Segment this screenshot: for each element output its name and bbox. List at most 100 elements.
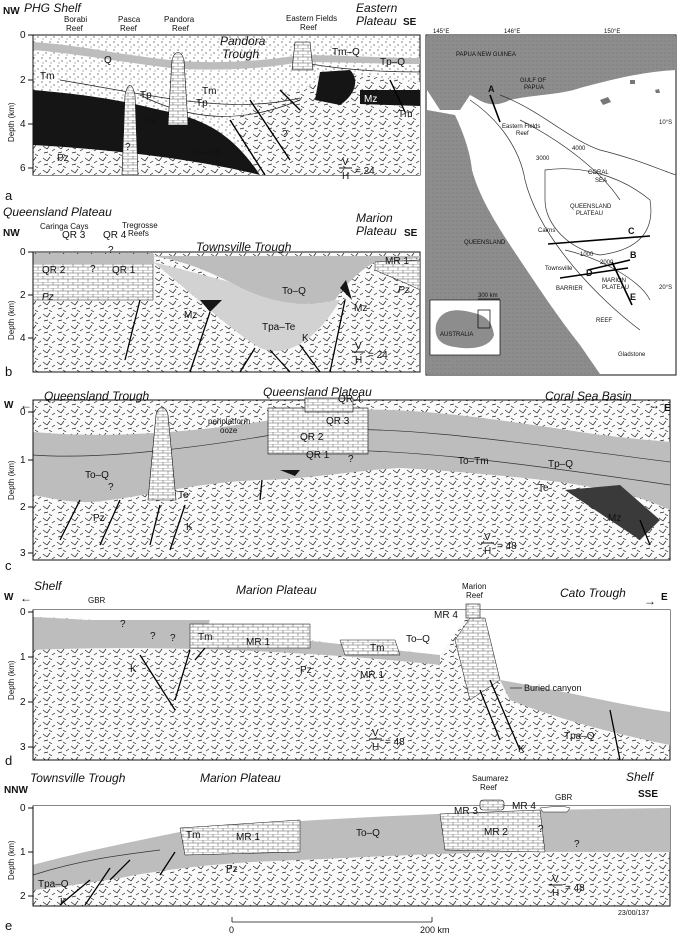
- panel-a-pasca-1: Pasca: [118, 15, 141, 24]
- panel-a-unit-tm-2: Tm: [202, 86, 216, 97]
- panel-d-left-title: Shelf: [34, 579, 63, 593]
- map-barrier: BARRIER: [556, 286, 583, 292]
- panel-b-right-title-2: Plateau: [356, 224, 397, 238]
- svg-text:= 48: = 48: [565, 883, 585, 894]
- map-scale-bar: 300 km: [478, 293, 498, 299]
- panel-e-unit-tpaq: Tpa–Q: [38, 879, 69, 890]
- map-lon-150: 150°E: [604, 29, 620, 35]
- panel-c: 0 1 2 3 Depth (km) W ← Queensland Trough…: [4, 385, 671, 573]
- panel-c-ooze-2: ooze: [220, 426, 238, 435]
- map-marion-2: PLATEAU: [602, 285, 629, 291]
- panel-a-borabi-1: Borabi: [64, 15, 87, 24]
- panel-a-unit-totm: To–Tm: [190, 147, 221, 158]
- panel-a-borabi-2: Reef: [66, 24, 84, 33]
- panel-b-dir-nw: NW: [3, 228, 20, 239]
- map-section-b: B: [630, 250, 637, 260]
- panel-a-pandora-1: Pandora: [164, 15, 195, 24]
- panel-d-tick-1: 1: [20, 652, 26, 663]
- panel-a-tick-6: 6: [20, 163, 26, 174]
- map-townsville: Townsville: [545, 266, 573, 272]
- svg-text:H: H: [355, 355, 362, 366]
- panel-a: 0 2 4 6 Depth (km) NW PHG Shelf Eastern …: [3, 1, 420, 203]
- panel-e-tick-2: 2: [20, 891, 26, 902]
- panel-d-unit-k-2: K: [518, 744, 525, 755]
- panel-e-saumarez-2: Reef: [480, 783, 498, 792]
- svg-text:= 24: = 24: [368, 350, 388, 361]
- panel-c-unit-toq: To–Q: [85, 470, 109, 481]
- panel-c-unit-k: K: [186, 522, 193, 533]
- panel-d-tick-0: 0: [20, 607, 26, 618]
- map-queensland-label: QUEENSLAND: [464, 240, 506, 246]
- panel-c-unit-q2: ?: [108, 482, 114, 493]
- figure-id: 23/00/137: [618, 910, 649, 917]
- svg-text:←: ←: [20, 398, 32, 412]
- panel-b-unit-qr1: QR 1: [112, 265, 136, 276]
- panel-a-tick-2: 2: [20, 75, 26, 86]
- panel-e-center-title: Marion Plateau: [200, 771, 281, 785]
- panel-a-unit-q1: ?: [125, 142, 131, 153]
- panel-b-tick-0: 0: [20, 247, 26, 258]
- panel-c-right-title: Coral Sea Basin: [545, 389, 632, 403]
- panel-e-dir-nnw: NNW: [4, 785, 28, 796]
- panel-c-unit-tpq: Tp–Q: [548, 459, 573, 470]
- panel-a-eastern-1: Eastern Fields: [286, 14, 337, 23]
- svg-text:→: →: [644, 594, 656, 608]
- panel-b-right-title-1: Marion: [356, 211, 393, 225]
- panel-b-unit-qr3: QR 3: [62, 230, 86, 241]
- panel-b-trough: Townsville Trough: [196, 240, 292, 254]
- panel-c-unit-pz: Pz: [93, 513, 105, 524]
- map-marion-1: MARION: [602, 278, 626, 284]
- panel-a-unit-tm-4: Tm: [398, 109, 412, 120]
- panel-c-ooze-1: periplatform: [208, 417, 251, 426]
- panel-e-unit-toq: To–Q: [356, 828, 380, 839]
- panel-c-unit-qr4: QR 4: [338, 394, 362, 405]
- svg-text:= 24: = 24: [355, 166, 375, 177]
- panel-b-dir-se: SE: [404, 228, 418, 239]
- panel-d-unit-pz: Pz: [300, 665, 312, 676]
- panel-a-letter: a: [5, 188, 13, 203]
- panel-d-tick-3: 3: [20, 742, 26, 753]
- panel-e-unit-q1: ?: [538, 824, 544, 835]
- panel-c-dir-e: E: [664, 403, 671, 414]
- panel-e-unit-mr3: MR 3: [454, 806, 478, 817]
- panel-a-eastern-2: Reef: [300, 23, 318, 32]
- map-qld-plateau-2: PLATEAU: [576, 211, 603, 217]
- svg-text:→: →: [648, 398, 660, 412]
- panel-d-letter: d: [5, 753, 12, 768]
- panel-c-left-title: Queensland Trough: [44, 389, 150, 403]
- panel-c-tick-1: 1: [20, 455, 26, 466]
- panel-b-unit-toq: To–Q: [282, 286, 306, 297]
- panel-a-unit-tm-3: Tm: [142, 116, 156, 127]
- svg-text:V: V: [372, 728, 379, 739]
- panel-b-letter: b: [5, 364, 12, 379]
- map-contour-3000: 3000: [536, 156, 550, 162]
- map-lat-20: 20°S: [659, 285, 672, 291]
- svg-text:V: V: [355, 341, 362, 352]
- map-gladstone: Gladstone: [618, 352, 646, 358]
- panel-d-gbr: GBR: [88, 596, 106, 605]
- panel-c-tick-2: 2: [20, 502, 26, 513]
- panel-a-unit-pz: Pz: [57, 153, 69, 164]
- panel-b-tregrosse-2: Reefs: [128, 229, 149, 238]
- map-gulf-1: GULF OF: [520, 78, 546, 84]
- panel-a-depth-label: Depth (km): [7, 102, 16, 142]
- panel-d-tick-2: 2: [20, 697, 26, 708]
- panel-e-depth-label: Depth (km): [7, 840, 16, 880]
- panel-c-unit-totm: To–Tm: [458, 456, 489, 467]
- panel-e-unit-q2: ?: [574, 839, 580, 850]
- panel-e-tick-1: 1: [20, 847, 26, 858]
- panel-e-unit-tm: Tm: [186, 830, 200, 841]
- panel-a-tick-4: 4: [20, 119, 26, 130]
- panel-d-depth-label: Depth (km): [7, 660, 16, 700]
- panel-a-unit-tpq: Tp–Q: [380, 57, 405, 68]
- panel-a-unit-tm: Tm: [40, 71, 54, 82]
- panel-b-unit-qr2: QR 2: [42, 265, 66, 276]
- map-eastern-1: Eastern Fields: [502, 124, 540, 130]
- panel-b-depth-label: Depth (km): [7, 300, 16, 340]
- panel-e: 0 1 2 Depth (km) NNW Townsville Trough M…: [4, 770, 670, 933]
- panel-d-unit-q3: ?: [170, 633, 176, 644]
- panel-a-right-title-1: Eastern: [356, 1, 398, 15]
- map-contour-4000: 4000: [572, 146, 586, 152]
- panel-d-unit-mr4: MR 4: [434, 610, 458, 621]
